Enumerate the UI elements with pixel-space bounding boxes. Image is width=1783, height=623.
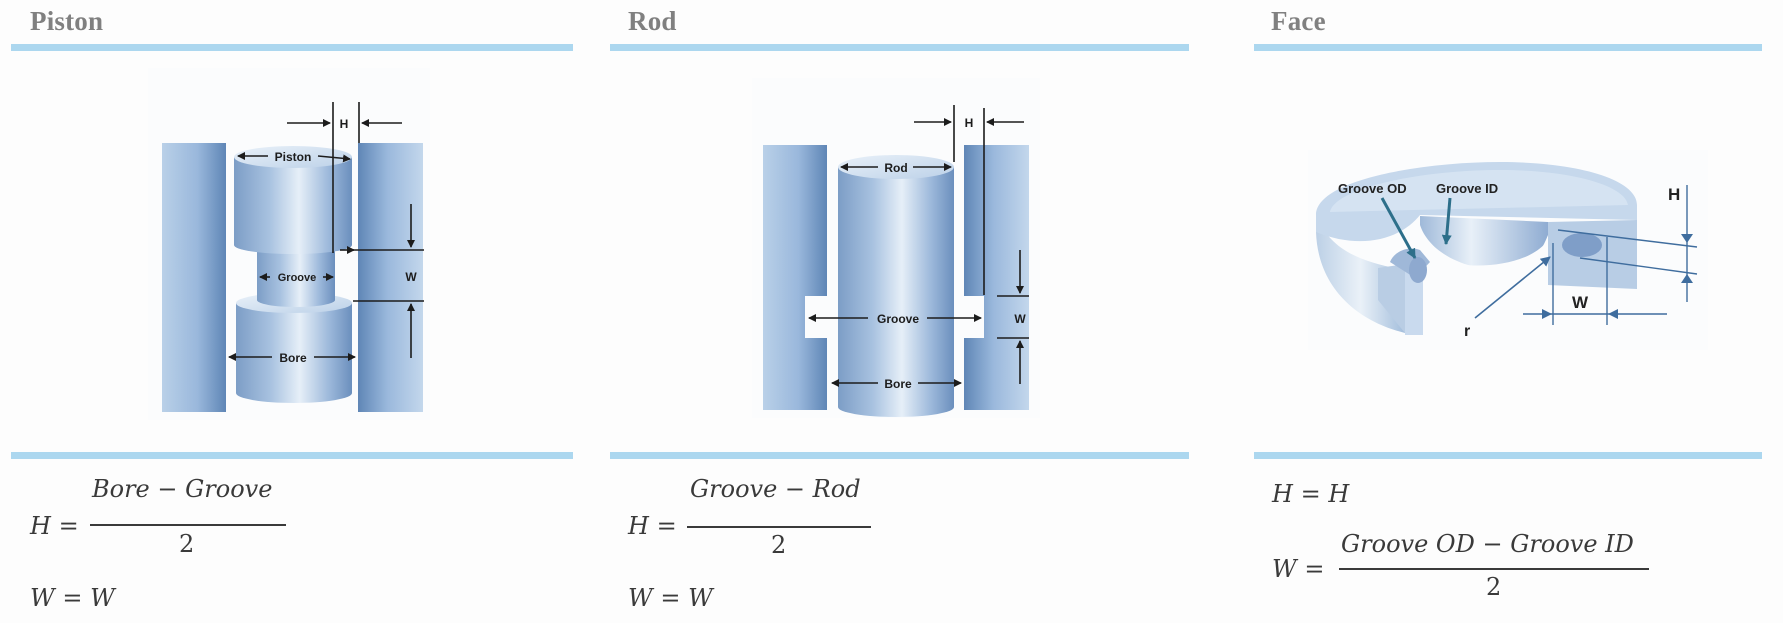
eq-lhs: H — [1272, 480, 1293, 508]
rod-header-rule — [610, 44, 1189, 51]
rod-housing-left — [763, 145, 827, 410]
eq-sign: = — [1304, 555, 1325, 583]
eq-sign: = — [660, 584, 681, 612]
face-groove-id-label: Groove ID — [1436, 181, 1498, 196]
eq-numerator: Groove OD − Groove ID — [1341, 530, 1634, 558]
eq-denominator: 2 — [771, 531, 787, 559]
eq-rhs: W — [90, 584, 115, 612]
eq-denominator: 2 — [179, 530, 195, 558]
piston-groove-label: Groove — [278, 272, 317, 284]
face-w-label: W — [1572, 293, 1589, 312]
piston-h-dimension — [287, 102, 402, 253]
face-seal-cross-section — [1562, 233, 1602, 257]
eq-denominator: 2 — [1486, 573, 1502, 601]
rod-footer-rule — [610, 452, 1189, 459]
piston-lower-land — [236, 293, 352, 403]
piston-w-equation: W = W — [30, 584, 115, 612]
eq-rhs: H — [1328, 480, 1350, 508]
rod-w-label: W — [1014, 312, 1026, 326]
fraction-bar — [687, 526, 871, 528]
eq-sign: = — [656, 512, 677, 540]
eq-lhs: W — [30, 584, 55, 612]
rod-w-equation: W = W — [628, 584, 713, 612]
face-h-equation: H = H — [1272, 480, 1349, 508]
face-diagram: Groove OD Groove ID r H W — [1308, 150, 1708, 350]
eq-lhs: H — [30, 512, 51, 540]
face-footer-rule — [1254, 452, 1762, 459]
rod-diagram: H Rod Groove W Bore — [752, 78, 1040, 418]
piston-w-dimension — [340, 204, 424, 358]
rod-w-dimension — [997, 250, 1029, 384]
piston-label: Piston — [275, 150, 312, 164]
rod-bore-label: Bore — [884, 377, 912, 391]
piston-h-label: H — [340, 117, 349, 131]
eq-sign: = — [1300, 480, 1321, 508]
bore-wall-right — [358, 143, 423, 412]
piston-column-title: Piston — [30, 6, 104, 36]
piston-header-rule — [11, 44, 573, 51]
piston-diagram: H Piston Groove W Bore — [148, 68, 430, 420]
rod-column-title: Rod — [628, 6, 677, 36]
rod-h-dimension — [914, 105, 1024, 295]
eq-lhs: H — [628, 512, 649, 540]
rod-h-label: H — [965, 116, 974, 130]
piston-w-label: W — [405, 270, 417, 284]
eq-rhs: W — [688, 584, 713, 612]
face-column-title: Face — [1271, 6, 1326, 36]
bore-wall-left — [162, 143, 226, 412]
piston-footer-rule — [11, 452, 573, 459]
eq-numerator: Groove − Rod — [690, 475, 861, 503]
rod-housing-right — [964, 145, 1029, 410]
face-h-label: H — [1668, 185, 1680, 204]
rod-groove-label: Groove — [877, 312, 919, 326]
eq-sign: = — [58, 512, 79, 540]
eq-lhs: W — [628, 584, 653, 612]
fraction-bar — [1339, 568, 1649, 570]
face-header-rule — [1254, 44, 1762, 51]
eq-sign: = — [62, 584, 83, 612]
rod-label: Rod — [884, 161, 907, 175]
rod-cylinder — [838, 155, 954, 417]
piston-groove — [257, 245, 335, 307]
eq-lhs: W — [1272, 555, 1297, 583]
eq-numerator: Bore − Groove — [92, 475, 273, 503]
piston-bore-label: Bore — [279, 351, 307, 365]
fraction-bar — [90, 524, 286, 526]
face-groove-od-label: Groove OD — [1338, 181, 1407, 196]
face-r-label: r — [1464, 323, 1470, 340]
